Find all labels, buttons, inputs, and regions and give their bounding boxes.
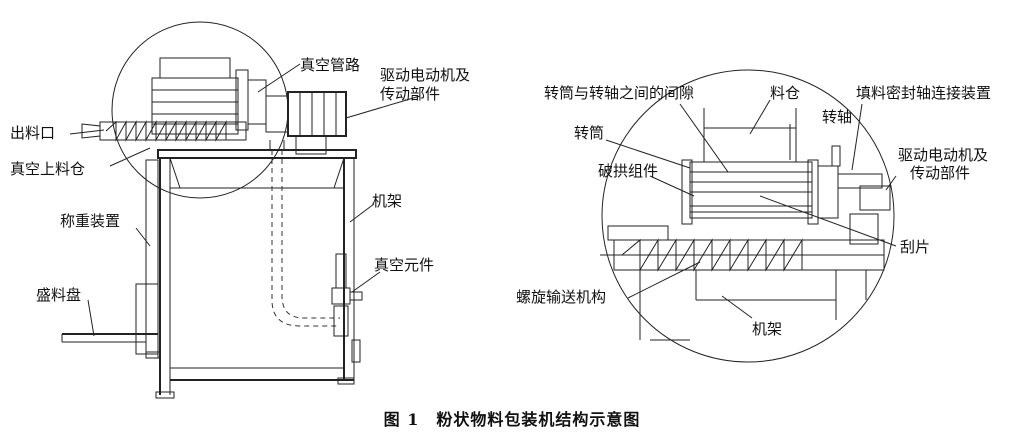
label-arch-breaker: 破拱组件 bbox=[598, 162, 658, 180]
right-detail-circle bbox=[601, 69, 895, 363]
right-leader-lines bbox=[605, 99, 897, 319]
label-weighing-device: 称重装置 bbox=[60, 212, 120, 230]
label-gap: 转筒与转轴之间的间隙 bbox=[544, 84, 694, 102]
left-screw-conveyor bbox=[81, 120, 247, 142]
label-vacuum-hopper: 真空上料仓 bbox=[10, 160, 85, 178]
label-drive-motor-left-line2: 传动部件 bbox=[380, 85, 440, 103]
label-shaft: 转轴 bbox=[822, 108, 852, 126]
label-drive-motor-right-line2: 传动部件 bbox=[910, 164, 970, 182]
left-machine-view: 真空管路 驱动电动机及 传动部件 出料口 真空上料仓 称重装置 机架 真空元件 … bbox=[10, 21, 470, 399]
label-frame-right: 机架 bbox=[752, 320, 782, 338]
right-bin bbox=[703, 108, 797, 163]
label-discharge-port: 出料口 bbox=[10, 124, 55, 142]
label-seal: 填料密封轴连接装置 bbox=[856, 84, 991, 102]
label-drum: 转筒 bbox=[574, 124, 604, 142]
left-motor bbox=[265, 91, 347, 155]
left-frame bbox=[155, 149, 357, 399]
label-screw-conveyor: 螺旋输送机构 bbox=[516, 288, 606, 306]
left-detail-circle bbox=[111, 21, 289, 199]
label-vacuum-pipe: 真空管路 bbox=[300, 56, 360, 74]
right-detail-view: 转筒与转轴之间的间隙 料仓 填料密封轴连接装置 转筒 转轴 驱动电动机及 传动部… bbox=[516, 69, 991, 363]
label-vacuum-element: 真空元件 bbox=[374, 256, 434, 274]
label-tray: 盛料盘 bbox=[36, 286, 81, 304]
hopper-assembly bbox=[151, 57, 267, 135]
label-frame-left: 机架 bbox=[372, 192, 402, 210]
right-drum bbox=[681, 159, 839, 225]
vacuum-element-parts bbox=[331, 253, 363, 363]
figure-caption: 图 1 粉状物料包装机结构示意图 bbox=[384, 410, 641, 429]
label-drive-motor-right: 驱动电动机及 bbox=[898, 146, 988, 164]
vacuum-pipeline bbox=[269, 140, 340, 327]
label-bin: 料仓 bbox=[770, 84, 800, 102]
left-leader-lines bbox=[69, 63, 421, 337]
right-screw-conveyor bbox=[600, 225, 885, 272]
label-drive-motor-left: 驱动电动机及 bbox=[380, 66, 470, 84]
weighing-device bbox=[61, 159, 161, 359]
label-scraper: 刮片 bbox=[900, 238, 930, 256]
right-frame bbox=[639, 270, 867, 341]
right-seal-and-drive bbox=[831, 145, 891, 245]
